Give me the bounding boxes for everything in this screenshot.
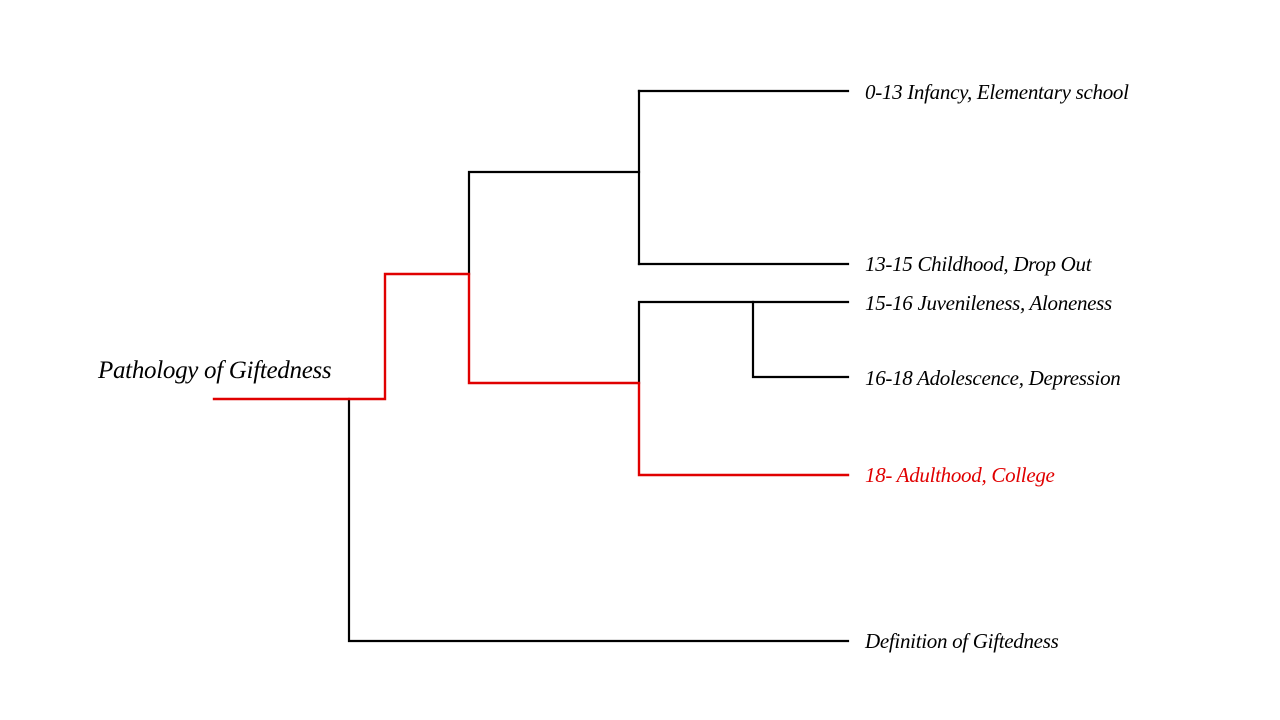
edge-upper-group (467, 170, 641, 276)
edge-adolescence (751, 300, 850, 379)
leaf-adulthood: 18- Adulthood, College (865, 463, 1055, 487)
edge-highlight-path (212, 272, 850, 477)
leaf-juvenileness: 15-16 Juvenileness, Aloneness (865, 291, 1112, 315)
edge-juvenile-bracket (637, 300, 850, 385)
leaf-adolescence: 16-18 Adolescence, Depression (865, 366, 1121, 390)
leaf-definition: Definition of Giftedness (865, 629, 1059, 653)
edge-definition (347, 397, 850, 643)
leaf-childhood: 13-15 Childhood, Drop Out (865, 252, 1092, 276)
root-label: Pathology of Giftedness (98, 357, 332, 384)
leaf-infancy: 0-13 Infancy, Elementary school (865, 80, 1129, 104)
